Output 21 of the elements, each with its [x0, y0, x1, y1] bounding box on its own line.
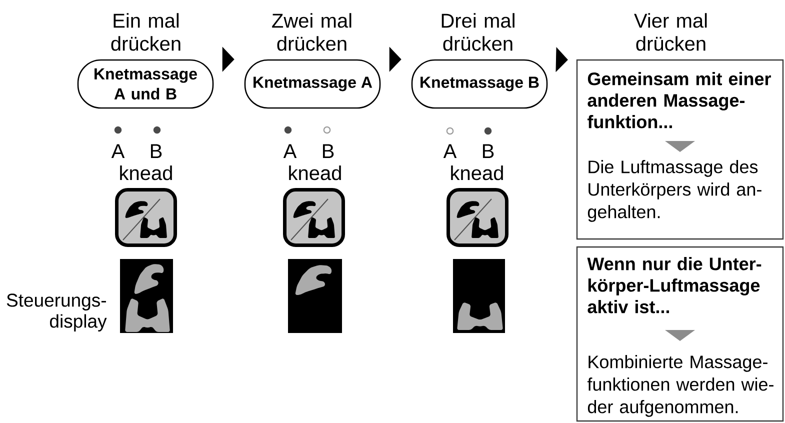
column-heading: Ein mal drücken	[111, 13, 180, 51]
dot-label: A	[283, 144, 297, 158]
column-heading: Zwei mal drücken	[272, 13, 352, 51]
mode-pill: Knetmassage A	[244, 59, 381, 109]
column-heading: Vier mal drücken	[634, 13, 707, 51]
button-label: knead	[120, 166, 172, 180]
dot-label: B	[322, 144, 334, 158]
box-text: Die Luftmassage des Unterkörpers wird an- gehalten.	[588, 160, 762, 222]
box-heading: Gemeinsam mit einer anderen Massage- funktion...	[588, 72, 771, 128]
box-heading: Wenn nur die Unter- körper-Luftmassage aktiv ist...	[587, 257, 762, 314]
dot-label: A	[111, 144, 125, 158]
button-label: knead	[451, 166, 503, 180]
mode-pill: Knetmassage B	[411, 59, 548, 109]
dot-label: B	[150, 144, 162, 158]
display-label: Steuerungs- display	[6, 294, 107, 332]
mode-pill: Knetmassage A und B	[77, 59, 214, 109]
dot-label: B	[482, 144, 494, 158]
column-heading: Drei mal drücken	[442, 13, 514, 51]
button-label: knead	[289, 166, 341, 180]
dot-label: A	[443, 144, 457, 158]
box-text: Kombinierte Massage- funktionen werden wie- der aufgenommen.	[587, 355, 774, 417]
